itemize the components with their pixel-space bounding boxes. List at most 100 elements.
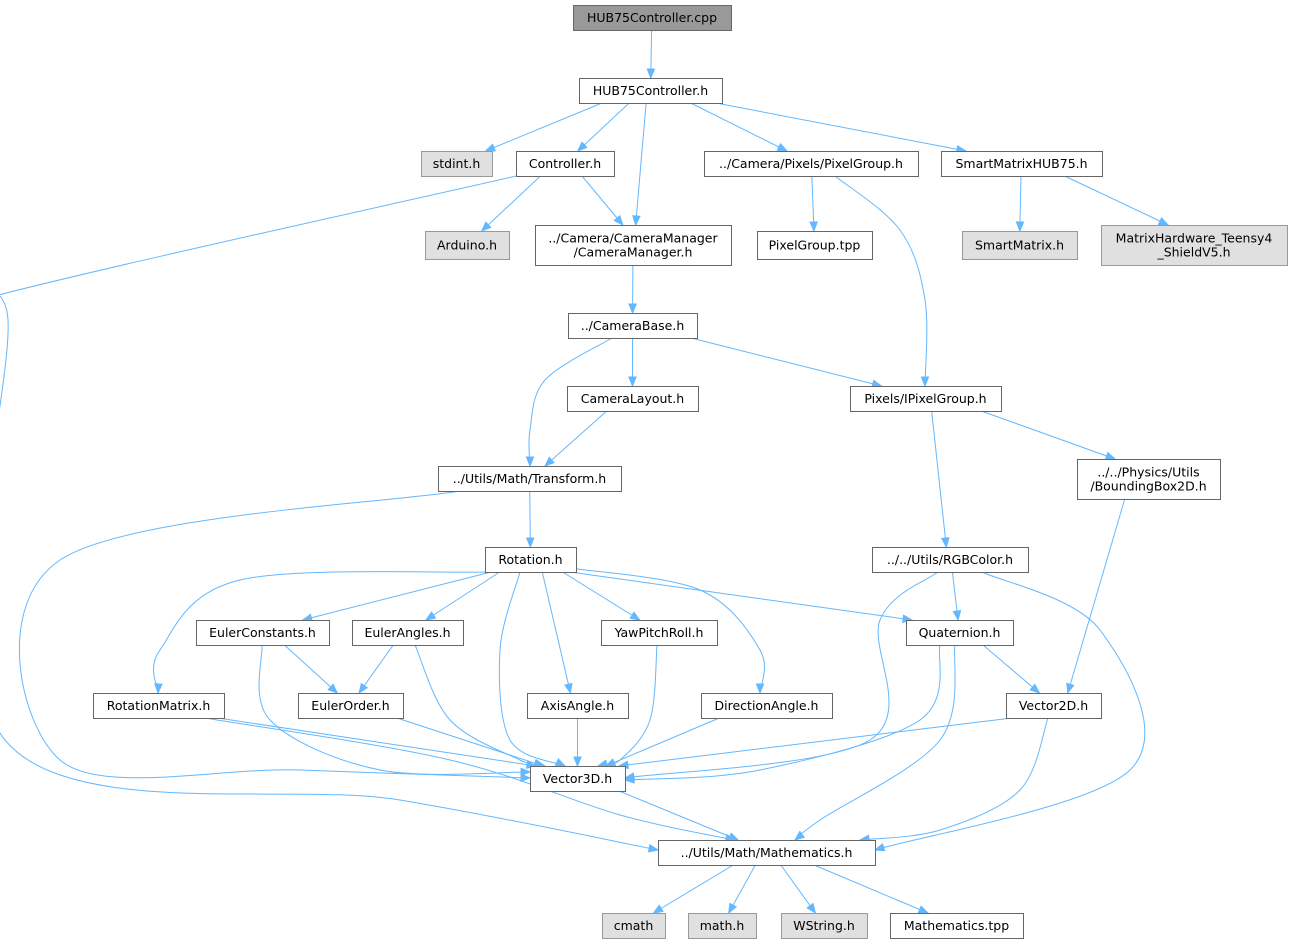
edge-pixelgroup-to-ipixel — [834, 175, 928, 387]
edge-quat-to-vec3 — [624, 644, 941, 781]
edge-hub75h-to-smhub — [715, 102, 966, 152]
node-label: HUB75Controller.h — [593, 83, 708, 98]
node-pgtpp[interactable]: PixelGroup.tpp — [757, 231, 873, 260]
node-stdint[interactable]: stdint.h — [421, 151, 493, 177]
edge-transform-to-rotation-arrowhead — [525, 537, 535, 549]
edge-vec3-to-mathematics — [618, 790, 739, 841]
node-box — [658, 840, 876, 866]
node-label: EulerOrder.h — [311, 698, 389, 713]
node-eulerorder[interactable]: EulerOrder.h — [298, 693, 404, 719]
edge-quat-to-mathematics-arrowhead — [793, 830, 806, 841]
node-label: math.h — [700, 918, 745, 933]
node-label: ../Utils/Math/Transform.h — [453, 471, 606, 486]
node-label: stdint.h — [433, 156, 481, 171]
node-box — [850, 386, 1002, 412]
node-mtpp[interactable]: Mathematics.tpp — [890, 913, 1024, 939]
node-label: Vector2D.h — [1019, 698, 1088, 713]
node-box — [421, 151, 493, 177]
node-root[interactable]: HUB75Controller.cpp — [573, 5, 732, 31]
node-quat[interactable]: Quaternion.h — [906, 620, 1014, 646]
node-box — [701, 693, 833, 719]
node-box — [196, 620, 330, 646]
node-label: EulerConstants.h — [209, 625, 316, 640]
node-box — [688, 913, 757, 939]
node-bbox[interactable]: ../../Physics/Utils/BoundingBox2D.h — [1077, 459, 1221, 500]
node-controller[interactable]: Controller.h — [516, 151, 615, 177]
node-label: /CameraManager.h — [574, 245, 693, 260]
edge-controller-to-mathematics — [0, 175, 659, 851]
edge-vec2-to-vec3 — [618, 717, 1013, 767]
node-box — [425, 231, 510, 260]
node-label: Pixels/IPixelGroup.h — [864, 391, 986, 406]
edge-quat-to-vec2 — [982, 644, 1040, 694]
node-rotation[interactable]: Rotation.h — [485, 547, 577, 573]
edge-cambase-to-transform-arrowhead — [525, 456, 535, 468]
node-smartmatrix[interactable]: SmartMatrix.h — [962, 231, 1078, 260]
node-rotmatrix[interactable]: RotationMatrix.h — [93, 693, 225, 719]
node-ipixel[interactable]: Pixels/IPixelGroup.h — [850, 386, 1002, 412]
edge-transform-to-vec3 — [19, 490, 531, 779]
edge-hub75h-to-pixelgroup-arrowhead — [776, 142, 789, 152]
node-rgbcolor[interactable]: ../../Utils/RGBColor.h — [872, 547, 1029, 573]
node-box — [890, 913, 1024, 939]
node-mathh[interactable]: math.h — [688, 913, 757, 939]
edge-rgbcolor-to-quat-arrowhead — [952, 610, 962, 622]
node-label: HUB75Controller.cpp — [587, 10, 717, 25]
edge-eulerangles-to-eulerorder — [358, 644, 394, 694]
node-dirangle[interactable]: DirectionAngle.h — [701, 693, 833, 719]
edge-eulerconst-to-eulerorder — [284, 644, 338, 694]
edge-mathematics-to-mathh-arrowhead — [728, 902, 738, 915]
node-transform[interactable]: ../Utils/Math/Transform.h — [438, 466, 622, 492]
node-mhteensy[interactable]: MatrixHardware_Teensy4_ShieldV5.h — [1101, 225, 1288, 266]
edge-camlayout-to-transform — [544, 410, 608, 467]
edge-eulerconst-to-vec3 — [258, 644, 531, 775]
edge-controller-to-cammgr — [581, 175, 624, 226]
node-camlayout[interactable]: CameraLayout.h — [567, 386, 699, 412]
node-label: CameraLayout.h — [581, 391, 684, 406]
node-box — [906, 620, 1014, 646]
node-label: Arduino.h — [437, 238, 497, 253]
edge-hub75h-to-stdint-arrowhead — [484, 143, 497, 152]
edges-layer — [0, 29, 1170, 915]
node-ypr[interactable]: YawPitchRoll.h — [601, 620, 718, 646]
edge-cambase-to-camlayout-arrowhead — [628, 376, 637, 388]
node-wstring[interactable]: WString.h — [781, 913, 868, 939]
node-label: ../CameraBase.h — [581, 318, 685, 333]
edge-camlayout-to-transform-arrowhead — [543, 456, 555, 467]
node-vec3[interactable]: Vector3D.h — [530, 766, 626, 792]
node-smhub[interactable]: SmartMatrixHUB75.h — [941, 151, 1103, 177]
node-box — [530, 766, 626, 792]
node-label: cmath — [614, 918, 654, 933]
edge-smhub-to-mhteensy — [1064, 175, 1169, 226]
edge-mathematics-to-wstring — [780, 864, 816, 914]
node-pixelgroup[interactable]: ../Camera/Pixels/PixelGroup.h — [704, 151, 919, 177]
node-label: YawPitchRoll.h — [614, 625, 704, 640]
edge-cammgr-to-cambase-arrowhead — [628, 303, 637, 315]
node-cammgr[interactable]: ../Camera/CameraManager/CameraManager.h — [535, 225, 732, 266]
node-hub75h[interactable]: HUB75Controller.h — [579, 78, 723, 104]
edge-rgbcolor-to-vec3 — [624, 571, 939, 779]
node-arduino[interactable]: Arduino.h — [425, 231, 510, 260]
node-label: PixelGroup.tpp — [769, 238, 861, 253]
node-mathematics[interactable]: ../Utils/Math/Mathematics.h — [658, 840, 876, 866]
node-box — [601, 620, 718, 646]
edge-mathematics-to-wstring-arrowhead — [806, 902, 817, 915]
node-axisangle[interactable]: AxisAngle.h — [527, 693, 629, 719]
edge-vec3-to-mathematics-arrowhead — [727, 832, 740, 841]
node-label: DirectionAngle.h — [715, 698, 819, 713]
node-vec2[interactable]: Vector2D.h — [1006, 693, 1102, 719]
node-cmath[interactable]: cmath — [602, 913, 666, 939]
node-box — [962, 231, 1078, 260]
edge-rotation-to-eulerconst — [302, 571, 492, 621]
edge-mathematics-to-cmath — [653, 864, 734, 914]
edge-eulerangles-to-eulerorder-arrowhead — [358, 682, 369, 695]
edge-root-to-hub75h-arrowhead — [646, 68, 656, 80]
node-eulerangles[interactable]: EulerAngles.h — [352, 620, 464, 646]
node-eulerconst[interactable]: EulerConstants.h — [196, 620, 330, 646]
edge-eulerconst-to-eulerorder-arrowhead — [327, 683, 339, 694]
node-cambase[interactable]: ../CameraBase.h — [568, 313, 698, 339]
node-box — [567, 386, 699, 412]
edge-transform-to-vec3-arrowhead — [520, 773, 532, 783]
node-label: RotationMatrix.h — [107, 698, 211, 713]
node-label: ../../Utils/RGBColor.h — [887, 552, 1013, 567]
